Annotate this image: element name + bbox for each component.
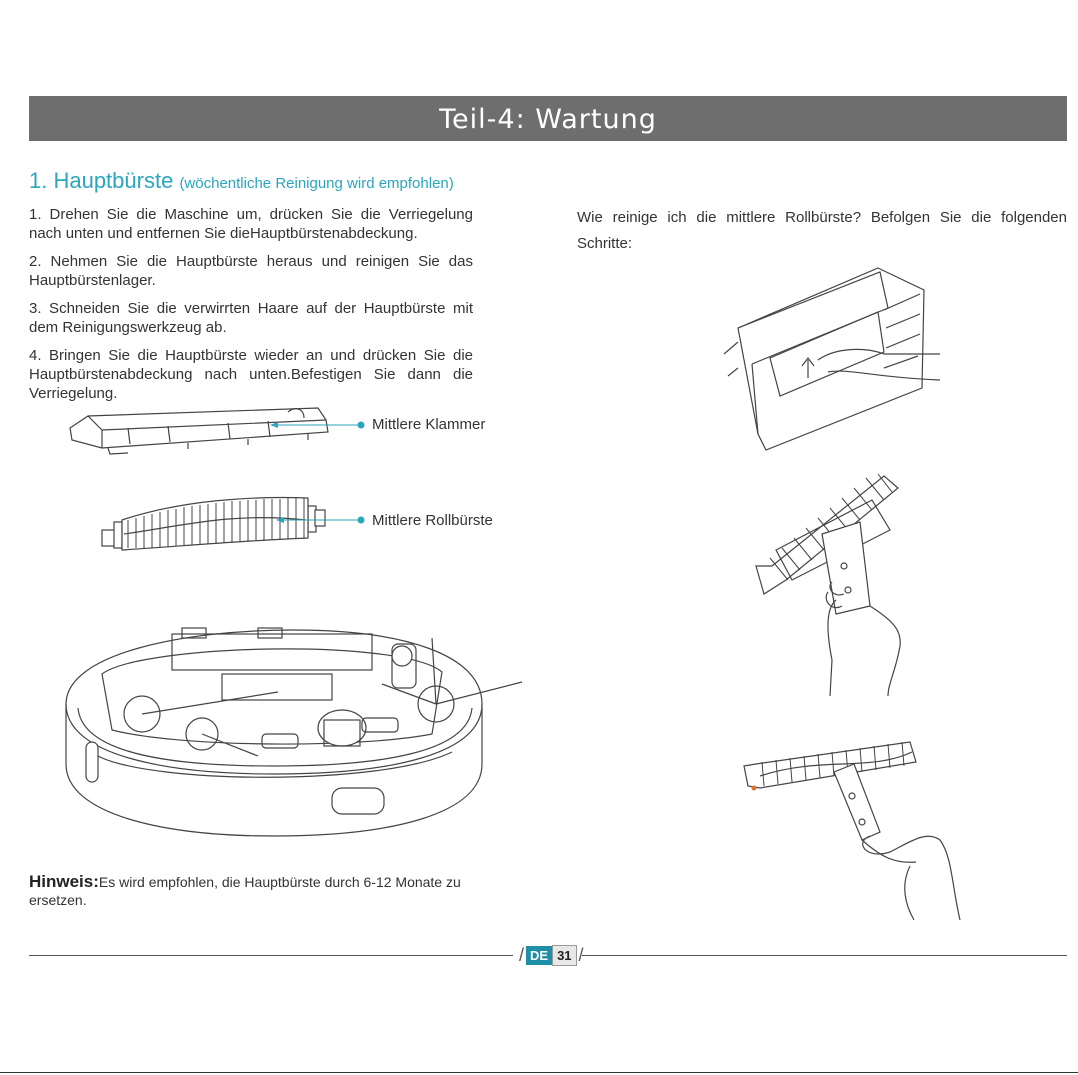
bottom-rule (0, 1072, 1078, 1073)
hint-label: Hinweis: (29, 872, 99, 891)
page-title-banner: Teil-4: Wartung (29, 96, 1067, 141)
page-number: 31 (552, 944, 577, 966)
clamp-callout: Mittlere Klammer (372, 416, 486, 433)
instruction-steps: 1. Drehen Sie die Maschine um, drücken S… (29, 205, 473, 412)
footer-rule-left (29, 955, 513, 956)
hint-note: Hinweis:Es wird empfohlen, die Hauptbürs… (29, 873, 499, 909)
step-1: 1. Drehen Sie die Maschine um, drücken S… (29, 206, 473, 242)
clean-roller-illustration (755, 473, 901, 697)
page-number-badge: / DE 31 / (519, 944, 584, 966)
step-4: 4. Bringen Sie die Hauptbürste wieder an… (29, 347, 473, 402)
hint-text: Es wird empfohlen, die Hauptbürste durch… (29, 874, 461, 908)
language-badge: DE (526, 945, 553, 965)
clamp-leader-line (270, 421, 365, 429)
robot-underside-illustration (65, 627, 523, 837)
section-title-text: 1. Hauptbürste (29, 168, 174, 193)
footer-rule-right (582, 955, 1067, 956)
page-title: Teil-4: Wartung (439, 104, 657, 135)
roller-callout: Mittlere Rollbürste (372, 512, 493, 529)
roller-brush-illustration (101, 496, 326, 551)
cut-hair-illustration (743, 741, 961, 921)
section-title: 1. Hauptbürste (wöchentliche Reinigung w… (29, 168, 454, 194)
section-subtitle: (wöchentliche Reinigung wird empfohlen) (179, 175, 454, 192)
brush-cover-illustration (69, 407, 329, 455)
remove-roller-illustration (723, 267, 941, 451)
cleaning-question: Wie reinige ich die mittlere Rollbürste?… (577, 209, 1067, 252)
step-2: 2. Nehmen Sie die Hauptbürste heraus und… (29, 253, 473, 289)
step-3: 3. Schneiden Sie die verwirrten Haare au… (29, 300, 473, 336)
roller-leader-line (276, 516, 365, 524)
